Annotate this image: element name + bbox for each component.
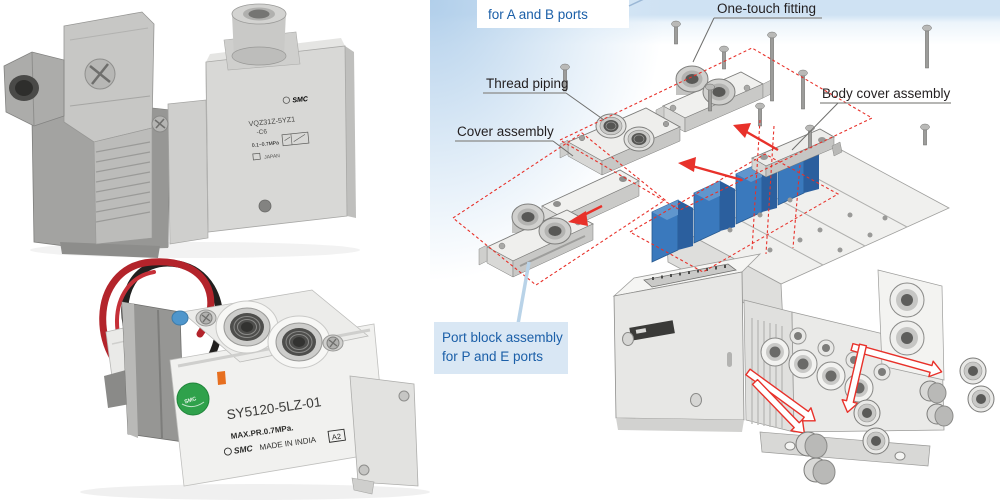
threaded-port-2 xyxy=(267,315,331,369)
thread-port-2 xyxy=(623,126,655,152)
callout-ab-text: for A and B ports xyxy=(488,7,588,22)
vqz-brand: SMC xyxy=(292,96,309,105)
dsub-connector xyxy=(643,263,737,288)
callout-body-cover-text: Body cover assembly xyxy=(822,86,951,101)
sticker-brand: SMC xyxy=(184,396,198,405)
green-smc-sticker: SMC xyxy=(176,382,210,416)
body-screw-right xyxy=(322,334,344,352)
sy-code: A2 xyxy=(331,432,341,442)
exploded-diagram: for A and B ports One-touch fitting Thre… xyxy=(434,0,995,485)
callout-cover-assembly: Cover assembly xyxy=(455,124,574,157)
mounting-screws xyxy=(560,20,932,149)
sy-brand: SMC xyxy=(233,443,254,456)
exploded-diagram-panel: for A and B ports One-touch fitting Thre… xyxy=(430,0,1000,500)
callout-pe-text-line2: for P and E ports xyxy=(442,349,543,364)
loose-fitting-pairs xyxy=(795,357,995,485)
outline-arrows xyxy=(745,342,943,434)
vqz-origin: JAPAN xyxy=(264,153,281,161)
product-photos-panel: SMC VQZ31Z-5YZ1 -C6 0.1~0.7MPa JAPAN xyxy=(0,0,430,500)
vqz-model2: -C6 xyxy=(256,128,268,136)
callout-body-cover-assembly: Body cover assembly xyxy=(791,86,951,151)
body-cover-plate xyxy=(750,128,843,178)
vqz-valve-photo: SMC VQZ31Z-5YZ1 -C6 0.1~0.7MPa JAPAN xyxy=(3,3,360,258)
dsub-end-plate xyxy=(612,253,762,432)
ab-fitting-2 xyxy=(702,78,736,106)
threaded-port-1 xyxy=(215,300,279,354)
body-screw-left xyxy=(195,309,217,327)
sy-end-cap xyxy=(349,375,419,495)
vqz-one-touch-fitting xyxy=(231,3,287,66)
sy-valve-photo: SMC SY5120-5LZ-01 MAX.PR.0.7MPa. SMC MAD… xyxy=(80,258,430,500)
manual-override-button xyxy=(171,310,189,326)
fitting-pair-open-2 xyxy=(959,357,995,413)
pe-fitting-2 xyxy=(538,217,572,245)
connector-screw xyxy=(84,58,116,90)
pneumatic-symbol-icon xyxy=(281,131,310,147)
callout-one-touch-fitting: One-touch fitting xyxy=(692,1,822,63)
red-dashed-outlines xyxy=(452,47,874,286)
callout-one-touch-text: One-touch fitting xyxy=(717,1,816,16)
vqz-pressure: 0.1~0.7MPa xyxy=(252,140,280,149)
valve-photos: SMC VQZ31Z-5YZ1 -C6 0.1~0.7MPa JAPAN xyxy=(3,3,430,500)
callout-ab-ports: for A and B ports xyxy=(477,0,644,28)
lock-label xyxy=(629,320,675,341)
port-block-pe xyxy=(478,203,595,278)
fitting-pair-capped-1 xyxy=(795,431,836,485)
callout-thread-piping: Thread piping xyxy=(483,76,605,121)
pe-fitting-1 xyxy=(511,203,545,231)
manifold-pe-fittings xyxy=(877,269,945,381)
callout-pe-text-line1: Port block assembly xyxy=(442,330,563,345)
callout-thread-text: Thread piping xyxy=(486,76,569,91)
fitting-pair-capped-2 xyxy=(919,380,954,427)
callout-cover-text: Cover assembly xyxy=(457,124,554,139)
port-block-ab xyxy=(655,65,772,133)
manifold-assembly xyxy=(612,142,950,467)
orange-mark xyxy=(217,371,226,385)
fitting-pair-open-1 xyxy=(853,399,890,455)
manifold-top-details xyxy=(727,197,888,253)
cable-gland xyxy=(3,51,65,127)
thread-piping-block xyxy=(559,107,682,176)
callout-pe-ports: Port block assembly for P and E ports xyxy=(434,261,568,374)
red-assembly-arrows xyxy=(568,123,779,226)
